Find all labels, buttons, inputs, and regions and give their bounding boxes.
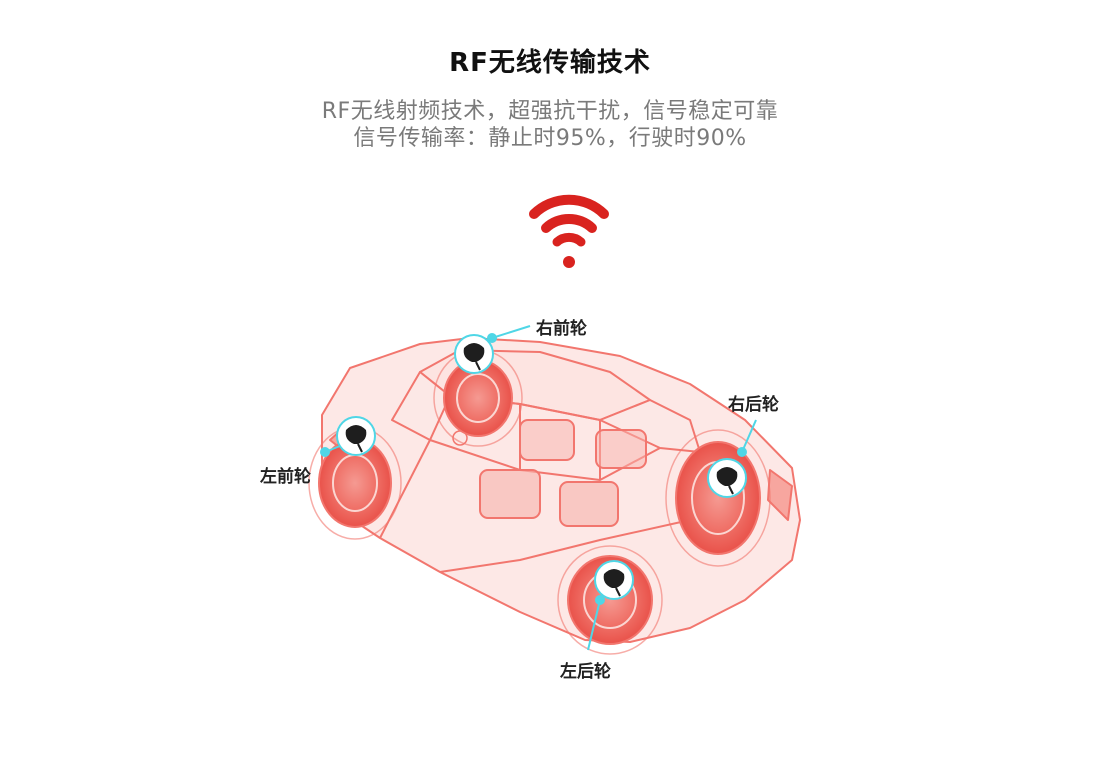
label-left-rear-wheel: 左后轮 xyxy=(560,662,611,682)
subtitle-line-2: 信号传输率：静止时95%，行驶时90% xyxy=(353,126,747,151)
car-body xyxy=(321,337,801,643)
label-right-front-wheel: 右前轮 xyxy=(536,319,587,339)
label-right-rear-wheel: 右后轮 xyxy=(728,395,779,415)
tire-sensor-icon xyxy=(594,560,634,600)
leader-lines xyxy=(320,325,757,651)
wheel-right-rear xyxy=(665,429,771,567)
wifi-signal-icon xyxy=(529,194,609,268)
tire-sensor-icon xyxy=(707,458,747,498)
tire-sensor-icon xyxy=(454,334,494,374)
subtitle-line-1: RF无线射频技术，超强抗干扰，信号稳定可靠 xyxy=(321,99,779,124)
tire-sensor-icon xyxy=(336,416,376,456)
page-title: RF无线传输技术 xyxy=(449,48,651,78)
label-left-front-wheel: 左前轮 xyxy=(260,467,311,487)
